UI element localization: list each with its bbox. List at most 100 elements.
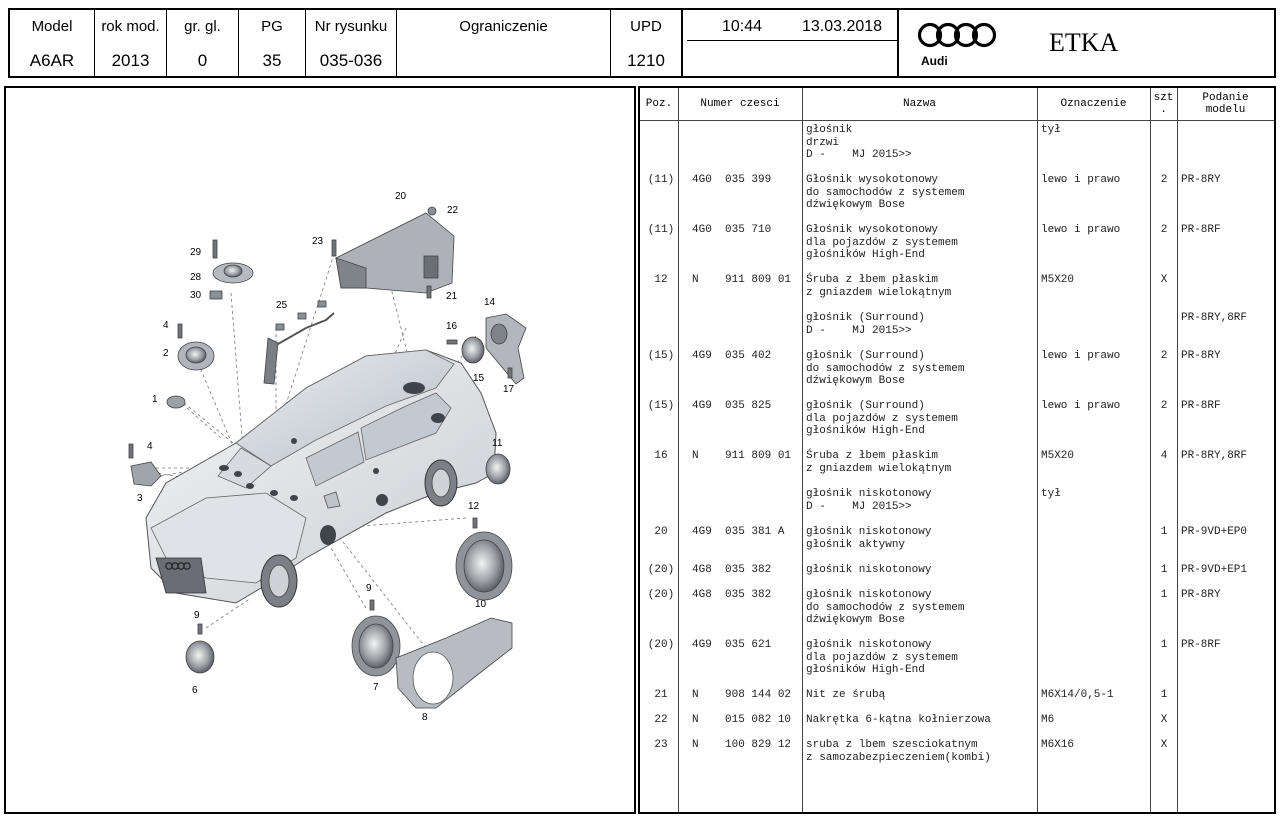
row-designation: M5X20 — [1041, 450, 1075, 462]
callout-2: 2 — [163, 348, 169, 359]
row-quantity: X — [1160, 274, 1168, 286]
model-year-label: rok mod. — [101, 18, 160, 35]
header-qty: szt . — [1153, 92, 1174, 116]
callout-4: 4 — [163, 320, 169, 331]
row-part-number: 4G9 035 621 — [692, 639, 772, 651]
col-divider — [678, 88, 679, 812]
restriction-cell: Ograniczenie — [397, 10, 611, 76]
drawing-number-value: 035-036 — [319, 51, 383, 70]
row-position: 12 — [654, 274, 668, 286]
update-label: UPD — [630, 18, 662, 35]
row-designation: lewo i prawo — [1041, 400, 1121, 412]
table-row[interactable]: głośnik drzwi D - MJ 2015>>tył — [640, 124, 1274, 174]
callout-30: 30 — [190, 290, 202, 301]
audi-rings-logo — [917, 22, 997, 48]
parts-table: Poz. Numer czesci Nazwa Oznaczenie szt .… — [638, 86, 1276, 814]
exploded-diagram[interactable]: 1 2 3 4 4 6 7 8 9 9 10 11 12 14 15 16 17… — [4, 86, 636, 814]
row-name: Nakrętka 6-kątna kołnierzowa — [806, 714, 991, 726]
row-part-number: N 911 809 01 — [692, 274, 792, 286]
table-row[interactable]: (20) 4G8 035 382 głośnik niskotonowy 1 PR-9V… — [640, 564, 1274, 589]
subgroup-value: 35 — [262, 51, 282, 70]
row-name: sruba z lbem szesciokatnym z samozabezpi… — [806, 739, 991, 764]
row-position: (11) — [647, 174, 675, 186]
row-quantity: 1 — [1160, 639, 1168, 651]
callout-12: 12 — [468, 501, 480, 512]
row-model-info: PR-8RF — [1181, 400, 1221, 412]
datetime-divider — [687, 40, 897, 41]
brand-cell: Audi ETKA — [903, 10, 1274, 76]
row-quantity: 1 — [1160, 564, 1168, 576]
row-position: 20 — [654, 526, 668, 538]
row-quantity: 2 — [1160, 400, 1168, 412]
callout-14: 14 — [484, 297, 496, 308]
row-designation: M5X20 — [1041, 274, 1075, 286]
row-part-number: 4G0 035 710 — [692, 224, 772, 236]
callout-17: 17 — [503, 384, 515, 395]
callout-15: 15 — [473, 373, 485, 384]
datetime-cell: 10:44 13.03.2018 — [687, 10, 899, 76]
table-row[interactable]: głośnik niskotonowy D - MJ 2015>>tył — [640, 488, 1274, 526]
row-quantity: X — [1160, 714, 1168, 726]
callout-10: 10 — [475, 599, 487, 610]
row-position: (15) — [647, 400, 675, 412]
diagram-canvas: 1 2 3 4 4 6 7 8 9 9 10 11 12 14 15 16 17… — [128, 191, 527, 723]
header-poz: Poz. — [645, 98, 673, 110]
row-part-number: 4G0 035 399 — [692, 174, 772, 186]
row-part-number: 4G8 035 382 — [692, 564, 772, 576]
row-part-number: 4G9 035 381 A — [692, 526, 785, 538]
row-position: (20) — [647, 564, 675, 576]
row-quantity: 1 — [1160, 589, 1168, 601]
row-part-number: N 908 144 02 — [692, 689, 792, 701]
row-designation: tył — [1041, 488, 1061, 500]
callout-7: 7 — [373, 682, 379, 693]
model-cell: Model A6AR — [10, 10, 95, 76]
callout-25: 25 — [276, 300, 288, 311]
update-value: 1210 — [627, 51, 665, 70]
model-label: Model — [31, 18, 73, 35]
row-name: głośnik niskotonowy — [806, 564, 932, 576]
table-body: głośnik drzwi D - MJ 2015>>tył(11)4G0 03… — [640, 124, 1274, 777]
row-position: 23 — [654, 739, 668, 751]
table-row[interactable]: głośnik (Surround) D - MJ 2015>>PR-8RY,8… — [640, 312, 1274, 350]
row-position: 21 — [654, 689, 668, 701]
subgroup-cell: PG 35 — [239, 10, 306, 76]
drawing-number-cell: Nr rysunku 035-036 — [306, 10, 397, 76]
callout-11: 11 — [492, 438, 503, 449]
callout-29: 29 — [190, 247, 202, 258]
callout-20: 20 — [395, 191, 407, 202]
row-model-info: PR-9VD+EP1 — [1181, 564, 1248, 576]
row-position: (11) — [647, 224, 675, 236]
row-quantity: 2 — [1160, 224, 1168, 236]
col-divider — [1177, 88, 1178, 812]
row-model-info: PR-8RY — [1181, 350, 1221, 362]
row-name: Nit ze śrubą — [806, 689, 886, 701]
brand-name: Audi — [921, 54, 948, 68]
row-model-info: PR-8RY,8RF — [1181, 312, 1248, 324]
row-designation: M6X16 — [1041, 739, 1075, 751]
row-designation: lewo i prawo — [1041, 224, 1121, 236]
callout-6: 6 — [192, 685, 198, 696]
callout-4b: 4 — [147, 441, 153, 452]
row-quantity: 2 — [1160, 350, 1168, 362]
row-model-info: PR-8RF — [1181, 224, 1221, 236]
app-title: ETKA — [1049, 28, 1119, 57]
main-group-label: gr. gl. — [184, 18, 221, 35]
row-designation: lewo i prawo — [1041, 350, 1121, 362]
callout-9b: 9 — [194, 610, 200, 621]
table-header: Poz. Numer czesci Nazwa Oznaczenie szt .… — [640, 88, 1274, 121]
callout-9: 9 — [366, 583, 372, 594]
col-divider — [1037, 88, 1038, 812]
subgroup-label: PG — [261, 18, 283, 35]
